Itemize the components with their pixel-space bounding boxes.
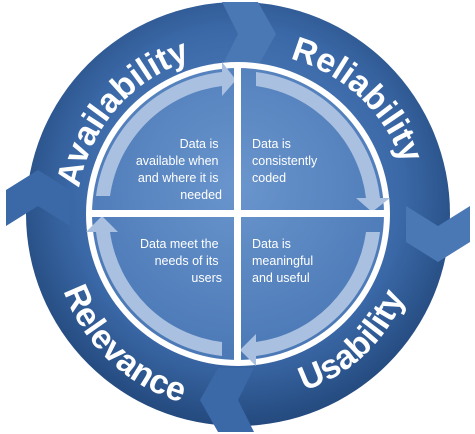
quadrant-top-right-text: Data is consistently coded (252, 137, 321, 185)
quadrant-bottom-left-text: Data meet the needs of its users (140, 237, 222, 285)
quadrant-top-right-line: coded (252, 171, 286, 185)
quadrant-top-right-line: Data is (252, 137, 291, 151)
quadrant-bottom-left-line: needs of its (155, 254, 219, 268)
quadrant-bottom-right-line: and useful (252, 271, 310, 285)
quadrant-bottom-right-line: Data is (252, 237, 291, 251)
divider-horizontal (90, 210, 386, 217)
quadrant-top-left-line: and where it is (138, 171, 219, 185)
quadrant-bottom-left-line: Data meet the (140, 237, 219, 251)
inner-arrow-left (86, 216, 222, 356)
ring-arrow-bottom (200, 368, 254, 432)
quadrant-bottom-right-text: Data is meaningful and useful (252, 237, 317, 285)
quadrant-top-right-line: consistently (252, 154, 318, 168)
quadrant-top-left-text: Data is available when and where it is n… (136, 137, 222, 202)
inner-arrow-bottom (240, 232, 380, 366)
ring-arrow-top (222, 2, 276, 66)
quadrant-top-left-line: available when (136, 154, 219, 168)
inner-arrow-right (256, 72, 390, 212)
quadrant-top-left-line: Data is (180, 137, 219, 151)
ring-arrow-right (406, 206, 470, 262)
quadrant-bottom-right-line: meaningful (252, 254, 313, 268)
ring-arrow-left (6, 170, 70, 226)
inner-arrow-top (96, 62, 236, 196)
quadrant-top-left-line: needed (180, 188, 222, 202)
quadrant-bottom-left-line: users (191, 271, 222, 285)
